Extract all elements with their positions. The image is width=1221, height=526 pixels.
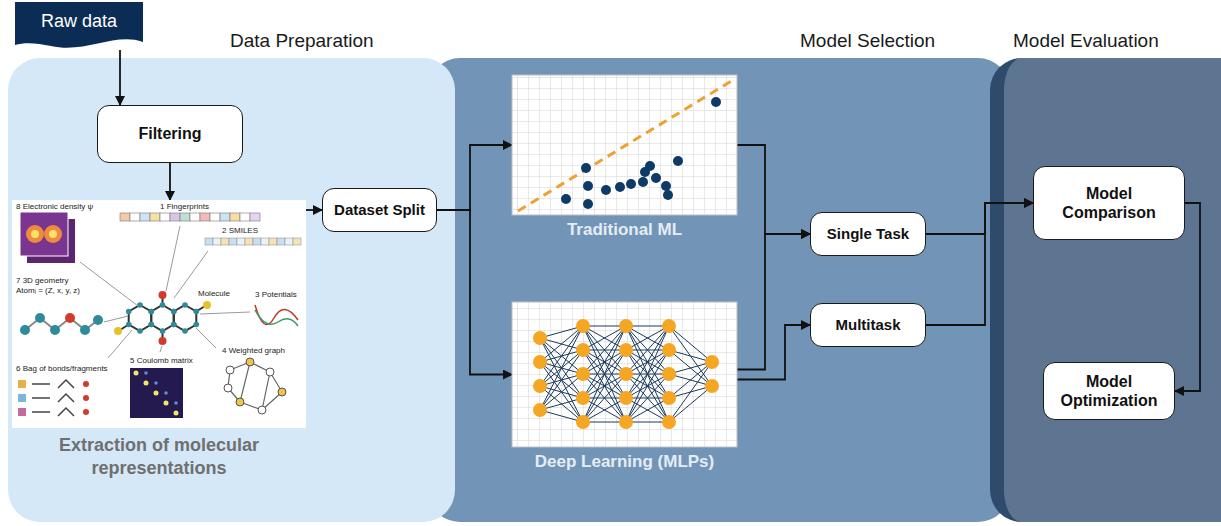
stage-panel: Model SelectionTraditional MLDeep Learni… [428,58,1010,522]
connector-arrow [119,50,121,105]
process-box: Model Optimization [1043,362,1175,420]
connector-arrow [926,203,1033,234]
connector-arrow [437,210,512,375]
box-label: Dataset Split [334,201,425,219]
box-label: Multitask [835,316,900,334]
stage-heading: Data Preparation [230,30,374,52]
connector-arrow [306,209,322,211]
box-label: Model Comparison [1042,184,1176,222]
illustration-label: 1 Fingerprints [160,202,209,212]
illustration-box: Extraction of molecular representations [12,200,306,428]
connector-arrow [737,234,810,370]
process-box: Single Task [810,212,926,256]
process-box: Model Comparison [1033,166,1185,240]
illustration-box: Deep Learning (MLPs) [512,302,737,447]
box-label: Single Task [827,225,909,243]
illustration-label: 4 Weighted graph [222,346,285,356]
stage-heading: Model Selection [800,30,935,52]
illustration-label: 5 Coulomb matrix [130,356,193,366]
connector-arrow [1175,203,1200,391]
box-label: Filtering [138,124,201,143]
connector-arrow [737,325,810,380]
document-fill [15,2,143,48]
illustration-caption: Deep Learning (MLPs) [512,451,737,472]
illustration-box: Traditional ML [512,75,737,215]
process-box: Multitask [810,303,926,347]
stage-panel: Model EvaluationModel ComparisonModel Op… [990,58,1221,522]
illustration-label: 3 Potentials [255,290,297,300]
illustration-label: 6 Bag of bonds/fragments [16,364,108,374]
illustration-label: Atomᵢ = (Z, x, y, z) [16,286,80,296]
connector-arrow [737,145,810,234]
illustration-label: 2 SMILES [222,226,258,236]
illustration-label: 7 3D geometry [16,276,68,286]
illustration-caption: Extraction of molecular representations [12,434,306,479]
connector-arrow [437,145,512,210]
box-label: Model Optimization [1052,372,1166,410]
document-shape: Raw data [15,2,143,50]
illustration-caption: Traditional ML [512,219,737,240]
connector-arrow [169,163,171,200]
illustration-label: 8 Electronic density ψ [16,202,93,212]
process-box: Dataset Split [322,188,437,232]
connector-arrow [926,203,1033,325]
stage-heading: Model Evaluation [1013,30,1159,52]
document-label: Raw data [41,11,117,32]
illustration-label: Molecule [198,289,230,299]
process-box: Filtering [97,105,243,163]
